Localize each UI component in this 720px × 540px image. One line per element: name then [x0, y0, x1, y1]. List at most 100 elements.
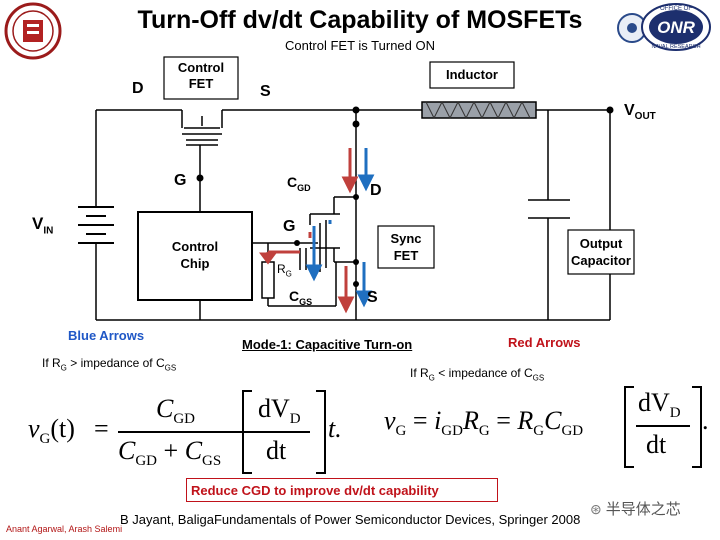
cgd-label: CGD	[287, 174, 311, 193]
control-fet-label-line1: Control	[177, 60, 225, 75]
onr-seal-logo: OFFICE OF ONR NAVAL RESEARCH	[617, 3, 711, 51]
gate-left-label: G	[174, 172, 187, 189]
eq-left-dvd-num: dV	[258, 394, 290, 423]
sync-fet-label-line1: Sync	[390, 231, 422, 246]
eq-right-r: R	[462, 406, 479, 435]
eq-right-r2: R	[517, 406, 534, 435]
blue-condition-sub: G	[60, 363, 67, 373]
inductor-label: Inductor	[446, 67, 498, 82]
control-chip-label: Control Chip	[138, 238, 252, 272]
eq-left-lhs: vG(t)	[28, 414, 75, 448]
drain-top-label: D	[132, 80, 144, 97]
eq-left-equals: =	[94, 414, 109, 443]
sync-fet-label-line2: FET	[393, 248, 419, 263]
eq-left-dvd: dVD	[258, 394, 301, 428]
equation-right: vG = iGDRG = RGCGD dVD dt .	[384, 386, 714, 468]
cgs-main: C	[289, 288, 300, 304]
eq-left-denominator: CGD + CGS	[118, 436, 221, 470]
eq-left-dvd-bar	[256, 431, 310, 433]
cgs-sub: GS	[299, 296, 313, 307]
eq-left-v: v	[28, 414, 40, 443]
rg-main: R	[277, 262, 286, 276]
eq-left-numerator: CGD	[156, 394, 195, 428]
equation-left: vG(t) = CGD CGD + CGS dVD dt t.	[28, 390, 368, 474]
output-capacitor-label: Output Capacitor	[568, 235, 634, 269]
eq-right-eq1: =	[412, 406, 428, 435]
eq-right-dvd: dVD	[638, 388, 681, 422]
rg-resistor	[261, 261, 275, 299]
eq-right-dvd-num: dV	[638, 388, 670, 417]
eq-right-eq2: =	[496, 406, 511, 435]
sync-fet-label: Sync FET	[378, 230, 434, 264]
blue-condition: If RG > impedance of CGS	[42, 356, 176, 372]
eq-right-bracket-open	[624, 386, 634, 468]
vin-label: VIN	[32, 214, 53, 236]
page-subtitle: Control FET is Turned ON	[284, 38, 436, 53]
vout-label: VOUT	[624, 102, 656, 122]
inductor-coil	[421, 101, 537, 119]
eq-left-v-sub: G	[39, 431, 51, 448]
eq-right-i-sub: GD	[441, 423, 463, 440]
drain-sync-label: D	[370, 182, 382, 199]
red-condition-b: < impedance of C	[434, 366, 533, 380]
control-fet-label-line2: FET	[188, 76, 214, 91]
onr-seal-bottom-text: NAVAL RESEARCH	[651, 44, 700, 50]
control-fet-label: Control FET	[164, 60, 238, 92]
eq-left-tail: t.	[328, 414, 342, 443]
source-sync-label: S	[367, 289, 378, 306]
eq-left-bracket-open	[242, 390, 252, 474]
eq-right-bracket-close	[692, 386, 702, 468]
eq-left-dvd-den: dt	[266, 436, 287, 465]
circuit-diagram	[78, 56, 635, 321]
cgs-label: CGS	[289, 288, 312, 307]
eq-right-dvd-sub: D	[669, 405, 681, 422]
control-chip-label-line1: Control	[171, 239, 219, 254]
eq-left-den-a: C	[118, 436, 136, 465]
output-cap-label-box	[567, 229, 635, 275]
output-cap-label-line2: Capacitor	[571, 253, 631, 268]
output-cap-label-line1: Output	[579, 236, 623, 251]
cgd-sub: GD	[297, 182, 311, 193]
vin-main: V	[32, 214, 44, 233]
watermark-text: 半导体之芯	[605, 501, 681, 518]
eq-left-num-sub: GD	[173, 411, 196, 428]
eq-left-num-c: C	[156, 394, 174, 423]
eq-left-den-plus: +	[163, 436, 179, 465]
eq-right-r2-sub: G	[533, 423, 545, 440]
eq-right-dvd-den: dt	[646, 430, 667, 459]
mode-label: Mode-1: Capacitive Turn-on	[242, 337, 413, 352]
eq-right-dvd-bar	[636, 425, 690, 427]
watermark: ⊛半导体之芯	[590, 498, 681, 519]
page-title: Turn-Off dv/dt Capability of MOSFETs	[137, 6, 583, 34]
eq-right-v: v	[384, 406, 396, 435]
eq-right-tail: .	[702, 406, 709, 435]
vout-sub: OUT	[634, 111, 656, 123]
blue-condition-sub2: GS	[164, 363, 177, 373]
cgd-main: C	[287, 174, 298, 190]
onr-seal-top-text: OFFICE OF	[660, 6, 692, 12]
eq-right-i: i	[434, 406, 442, 435]
control-chip-box	[137, 211, 253, 301]
eq-left-dvd-sub: D	[289, 411, 301, 428]
reference-citation: B Jayant, BaligaFundamentals of Power Se…	[120, 512, 581, 527]
source-top-label: S	[260, 83, 271, 100]
gate-sync-label: G	[283, 218, 296, 235]
red-condition-sub2: GS	[532, 373, 545, 383]
rg-sub: G	[285, 269, 292, 279]
rg-label: RG	[277, 262, 292, 278]
control-fet-label-box	[163, 56, 239, 100]
callout-box: Reduce CGD to improve dv/dt capability	[186, 478, 498, 502]
onr-seal-main-text: ONR	[657, 18, 696, 37]
red-arrows-label: Red Arrows	[508, 335, 581, 350]
eq-left-arg: (t)	[50, 414, 75, 443]
eq-right-v-sub: G	[395, 423, 407, 440]
vout-main: V	[624, 102, 635, 119]
vin-sub: IN	[43, 225, 54, 237]
eq-right-c-sub: GD	[561, 423, 584, 440]
eq-left-den-b: C	[184, 436, 203, 465]
wechat-icon: ⊛	[590, 501, 602, 517]
red-condition-sub: G	[428, 373, 435, 383]
control-chip-label-line2: Chip	[180, 256, 210, 271]
blue-arrows-label: Blue Arrows	[68, 328, 145, 343]
eq-left-fraction-bar	[118, 431, 264, 433]
